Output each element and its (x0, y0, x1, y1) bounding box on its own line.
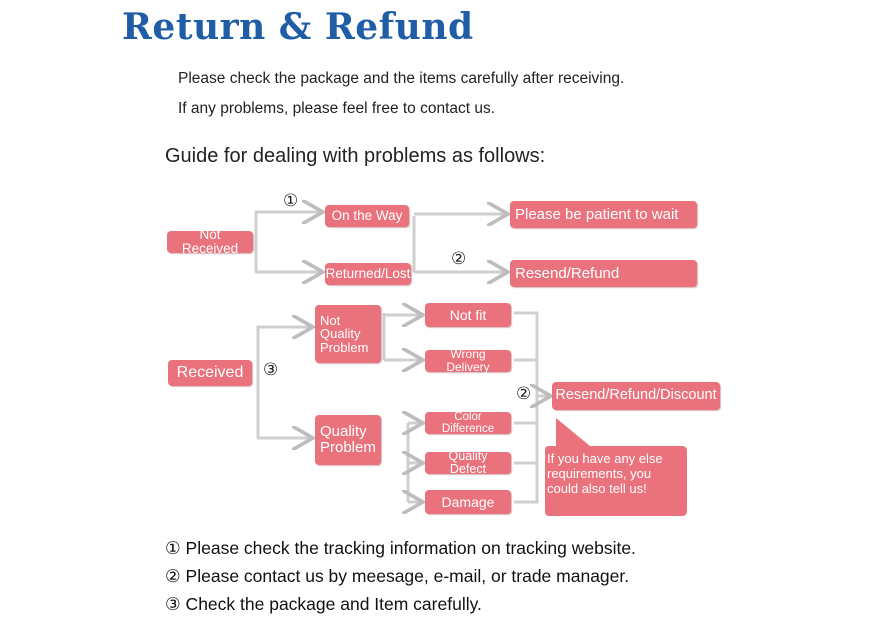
note-3: ③ Check the package and Item carefully. (165, 594, 482, 614)
resend-refund-box: Resend/Refund (510, 260, 697, 287)
step-marker-3: ③ (263, 360, 279, 379)
step-marker-2b: ② (516, 384, 532, 403)
page-title: Return & Refund (122, 6, 474, 48)
intro-line-2: If any problems, please feel free to con… (178, 100, 496, 117)
speech-bubble-shape (545, 418, 687, 516)
quality-problem-box: Quality Problem (315, 415, 381, 465)
resend-refund-discount-box: Resend/Refund/Discount (552, 382, 720, 410)
step-marker-1: ① (283, 191, 299, 210)
not-fit-box: Not fit (425, 303, 511, 327)
on-the-way-box: On the Way (325, 205, 409, 227)
connector (256, 372, 310, 438)
guide-heading: Guide for dealing with problems as follo… (165, 145, 546, 167)
note-2: ② Please contact us by meesage, e-mail, … (165, 566, 630, 586)
damage-box: Damage (425, 490, 511, 514)
returned-lost-box: Returned/Lost (325, 263, 411, 285)
be-patient-box: Please be patient to wait (510, 201, 697, 228)
connector (254, 212, 320, 242)
not-received-box: Not Received (167, 227, 253, 256)
not-quality-problem-box: Not Quality Problem (315, 305, 381, 363)
step-marker-2: ② (451, 249, 467, 268)
note-1: ① Please check the tracking information … (165, 538, 636, 558)
speech-bubble-text: If you have any else requirements, you c… (547, 451, 663, 496)
connector (256, 327, 310, 372)
intro-line-1: Please check the package and the items c… (178, 70, 625, 87)
color-difference-box: Color Difference (425, 411, 511, 435)
connector (514, 311, 539, 504)
connector (254, 242, 320, 272)
received-box: Received (168, 360, 252, 386)
wrong-delivery-box: Wrong Delivery (425, 348, 511, 373)
quality-defect-box: Quality Defect (425, 449, 511, 476)
